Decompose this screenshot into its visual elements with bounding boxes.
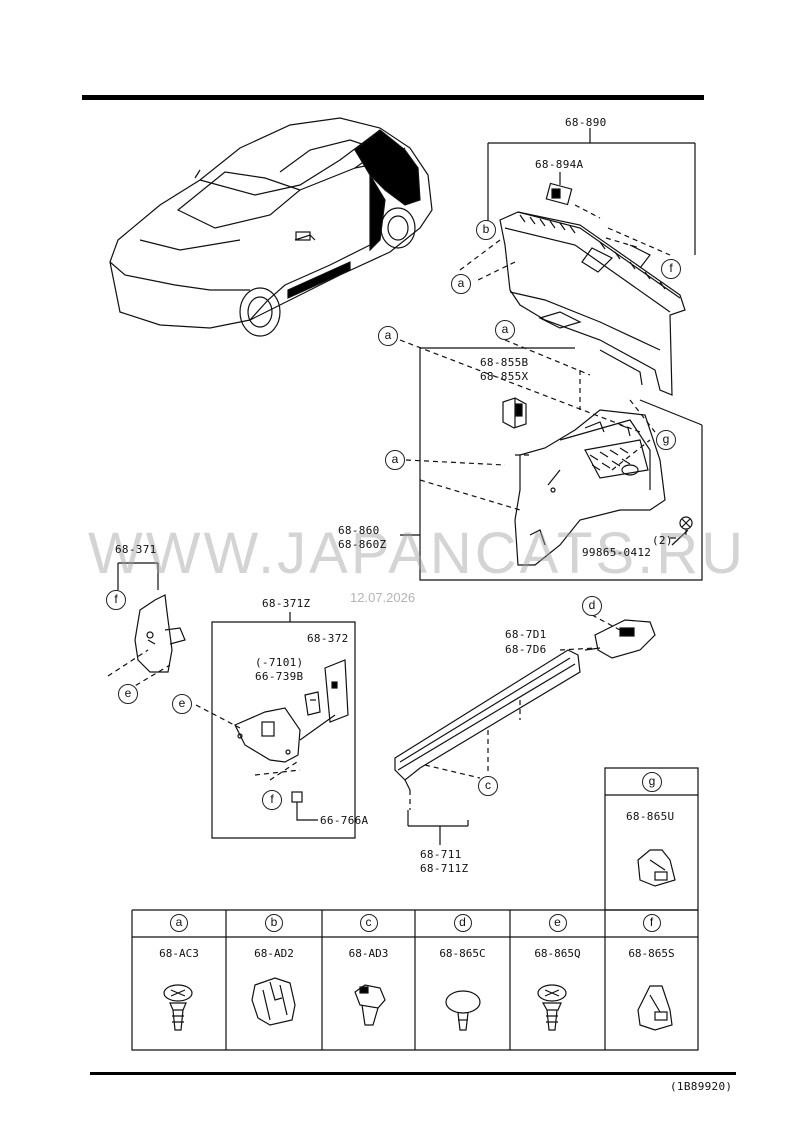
fastener-table (131, 909, 699, 1051)
callout-e-2: e (172, 694, 192, 714)
bottom-rule (90, 1072, 736, 1075)
callout-d: d (582, 596, 602, 616)
label-range: (-7101) (255, 656, 304, 669)
quarter-frame (419, 348, 703, 581)
clip-66-766A (291, 791, 303, 803)
label-66-766A: 66-766A (320, 814, 369, 827)
fastener-letter-4: e (548, 914, 567, 932)
label-68-855B: 68-855B (480, 356, 529, 369)
fastener-part-1: 68-AD2 (254, 947, 294, 960)
fastener-letter-1: b (265, 914, 283, 932)
fastener-68-AD2 (251, 977, 296, 1026)
label-68-371Z: 68-371Z (262, 597, 311, 610)
label-68-7D1: 68-7D1 (505, 628, 547, 641)
car-illustration (109, 117, 433, 337)
parcel-shelf-trim (499, 182, 686, 396)
label-qty: (2) (652, 534, 673, 547)
label-68-372: 68-372 (307, 632, 349, 645)
callout-f-2: f (106, 590, 126, 610)
callout-e-1: e (118, 684, 138, 704)
fastener-68-AC3 (163, 984, 193, 1031)
date-stamp: 12.07.2026 (350, 590, 416, 605)
quarter-lower-trim-68-371 (134, 594, 186, 673)
label-68-711Z: 68-711Z (420, 862, 469, 875)
callout-a-4: a (385, 450, 405, 470)
fastener-68-865S (637, 985, 673, 1031)
bracket-main-371Z (234, 707, 301, 763)
quarter-trim-panel (514, 409, 666, 566)
bracket-68-7D1 (584, 619, 656, 659)
watermark: WWW.JAPANCATS.RU (88, 521, 747, 586)
fastener-letter-5: f (642, 914, 661, 932)
diagram-code: (1B89920) (670, 1080, 733, 1093)
label-68-860: 68-860 (338, 524, 380, 537)
callout-a-1: a (451, 274, 471, 294)
callout-c: c (478, 776, 498, 796)
fastener-part-3: 68-865C (439, 947, 486, 960)
callout-b: b (476, 220, 496, 240)
fastener-part-0: 68-AC3 (159, 947, 199, 960)
fastener-68-865C (445, 990, 481, 1031)
label-68-7D6: 68-7D6 (505, 643, 547, 656)
clip-68-855B (502, 397, 527, 429)
callout-f-1: f (661, 259, 681, 279)
label-68-890: 68-890 (565, 116, 607, 129)
screw-99865 (679, 516, 693, 535)
callout-g-box: g (642, 772, 662, 792)
bracket-68-372 (304, 659, 349, 723)
label-68-865U: 68-865U (626, 810, 675, 823)
callout-g: g (656, 430, 676, 450)
top-rule (82, 95, 704, 100)
fastener-part-4: 68-865Q (534, 947, 581, 960)
callout-a-2: a (378, 326, 398, 346)
fastener-part-2: 68-AD3 (348, 947, 389, 960)
fastener-68-865Q (537, 984, 567, 1031)
scuff-plate-68-711 (394, 649, 581, 791)
label-68-894A: 68-894A (535, 158, 584, 171)
frame-68-371Z (211, 621, 356, 839)
label-66-739B: 66-739B (255, 670, 304, 683)
label-68-371: 68-371 (115, 543, 157, 556)
label-68-860Z: 68-860Z (338, 538, 387, 551)
label-99865-0412: 99865-0412 (582, 546, 652, 559)
fastener-part-5: 68-865S (628, 947, 675, 960)
callout-a-3: a (495, 320, 515, 340)
label-68-855X: 68-855X (480, 370, 529, 383)
label-68-711: 68-711 (420, 848, 462, 861)
fastener-68-AD3 (354, 984, 386, 1026)
callout-f-3: f (262, 790, 282, 810)
fastener-letter-0: a (170, 914, 188, 932)
fastener-letter-3: d (453, 914, 472, 932)
fastener-letter-2: c (359, 914, 378, 932)
clip-68-865U (637, 849, 676, 887)
